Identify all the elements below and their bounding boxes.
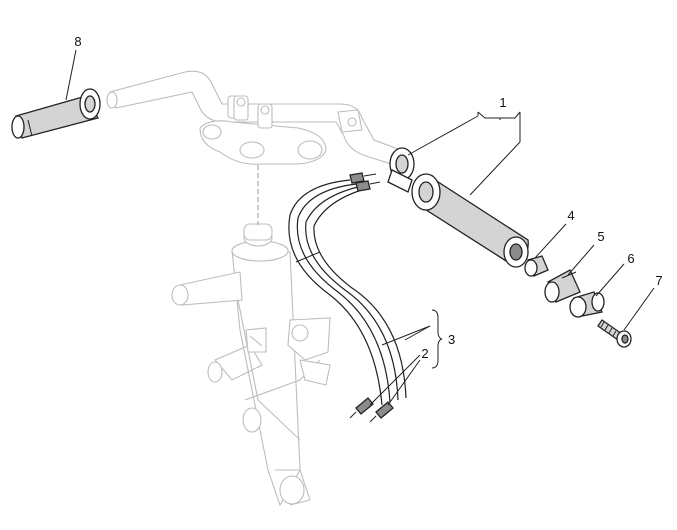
callout-5: 5 [597, 229, 604, 244]
throttle-grip-part-1 [387, 147, 529, 268]
leader-lines [65, 49, 655, 406]
bar-end-weight-part-6 [569, 291, 605, 318]
bar-end-insert-part-4 [524, 255, 549, 277]
screw-part-7 [597, 319, 632, 348]
callout-1: 1 [499, 95, 506, 110]
callout-2: 2 [421, 346, 428, 361]
callout-4: 4 [567, 208, 574, 223]
bar-end-coupling-part-5 [544, 269, 581, 303]
callout-3: 3 [448, 332, 455, 347]
throttle-cables [288, 172, 407, 423]
callout-8: 8 [74, 34, 81, 49]
top-yoke-ghost [199, 95, 327, 165]
left-grip-part-8 [11, 88, 101, 139]
callout-labels: 1 2 3 4 5 6 7 8 [74, 34, 662, 361]
callout-6: 6 [627, 251, 634, 266]
callout-7: 7 [655, 273, 662, 288]
frame-ghost [171, 165, 331, 507]
